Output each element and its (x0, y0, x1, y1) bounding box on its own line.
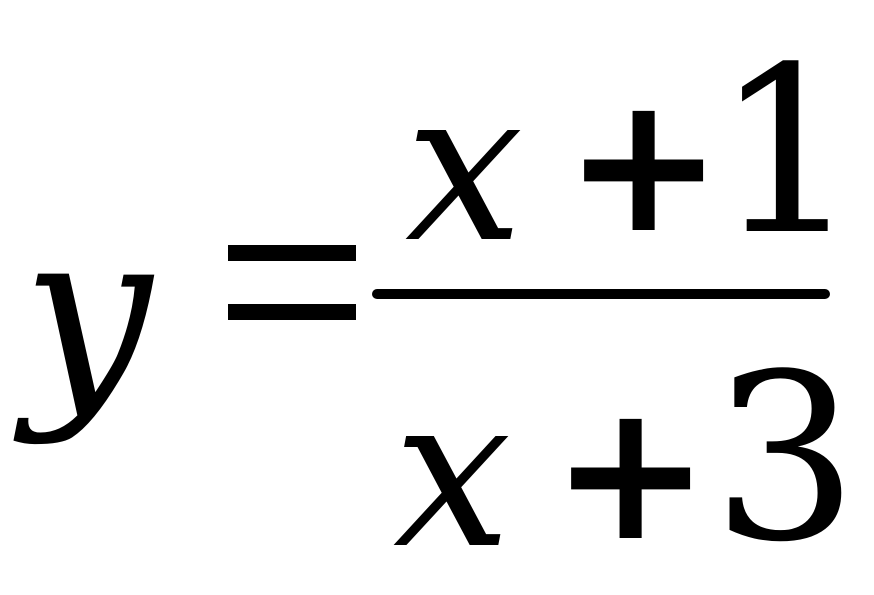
equals-sign (228, 245, 356, 320)
lhs-variable: y (22, 181, 152, 448)
fraction-bar (372, 289, 830, 299)
denominator-operator: + (551, 362, 711, 583)
equals-bottom-bar (228, 304, 356, 320)
numerator-operator: + (564, 54, 724, 275)
numerator-variable: x (405, 44, 524, 289)
numerator-constant: 1 (714, 19, 861, 286)
denominator-constant: 3 (712, 326, 859, 593)
denominator-variable: x (393, 350, 512, 595)
equation: y x + 1 x + 3 (22, 19, 861, 593)
equals-top-bar (228, 245, 356, 261)
